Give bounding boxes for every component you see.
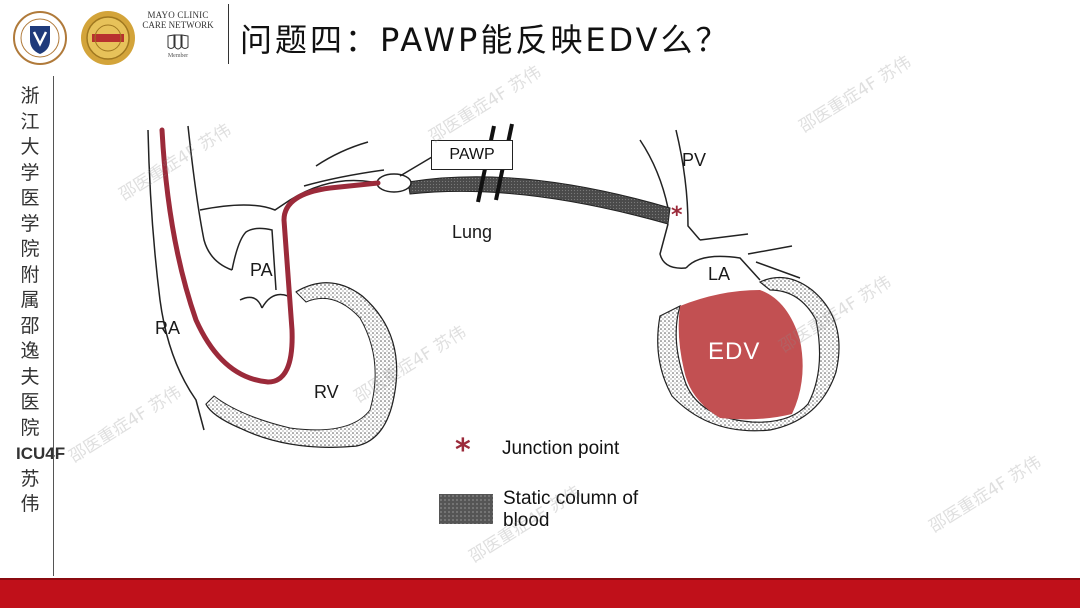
rv-wall-fill bbox=[205, 282, 398, 448]
mayo-line2: CARE NETWORK bbox=[142, 20, 214, 30]
header: MAYO CLINIC CARE NETWORK Member 问题四：PAWP… bbox=[0, 0, 1080, 80]
sidebar-institution: 浙江大学医学院附属邵逸夫医院 bbox=[20, 85, 40, 439]
mayo-shield-icon bbox=[167, 34, 189, 50]
sidebar-author: 苏伟 bbox=[20, 467, 40, 516]
label-lung: Lung bbox=[452, 222, 492, 242]
svc-inner-outline bbox=[187, 125, 233, 271]
label-ra: RA bbox=[155, 318, 180, 338]
legend-junction-label: Junction point bbox=[502, 438, 620, 459]
la-outline bbox=[685, 255, 761, 281]
gold-seal-logo bbox=[81, 11, 135, 65]
edv-fill bbox=[678, 290, 803, 420]
label-rv: RV bbox=[314, 382, 339, 402]
pa-valve-outline bbox=[239, 293, 289, 309]
label-la: LA bbox=[708, 264, 730, 284]
zju-shao-yifu-hospital-logo bbox=[13, 11, 67, 65]
junction-point-mark: * bbox=[671, 203, 683, 228]
pv-outline-1 bbox=[639, 139, 669, 209]
label-pa: PA bbox=[250, 260, 273, 280]
heart-lung-diagram: * Lung PV PA LA RA RV bbox=[147, 123, 840, 448]
footer-stripe bbox=[0, 578, 1080, 580]
catheter-line bbox=[159, 127, 381, 385]
pa-trunk-outline bbox=[199, 179, 373, 211]
watermark: 邵医重症4F 苏伟 bbox=[925, 452, 1045, 538]
svc-outline bbox=[147, 129, 205, 431]
mayo-line1: MAYO CLINIC bbox=[147, 10, 209, 20]
legend-static-label: Static column of blood bbox=[503, 488, 639, 531]
pv-outline-4 bbox=[659, 223, 687, 269]
label-pv: PV bbox=[682, 150, 706, 170]
pv-outline-3 bbox=[699, 233, 749, 241]
sidebar-author-block: 浙江大学医学院附属邵逸夫医院 ICU4F 苏伟 bbox=[16, 84, 66, 518]
sidebar-unit: ICU4F bbox=[16, 444, 66, 463]
wedge-balloon bbox=[376, 173, 412, 193]
legend-static-swatch bbox=[439, 494, 493, 524]
sidebar-divider bbox=[53, 76, 54, 576]
footer-bar bbox=[0, 580, 1080, 608]
la-branch bbox=[747, 245, 801, 279]
pa-lower-outline bbox=[231, 227, 277, 291]
pawp-pointer bbox=[399, 156, 433, 177]
pawp-label: PAWP bbox=[431, 140, 513, 170]
legend-junction-icon: * bbox=[455, 433, 471, 468]
pv-outline-2 bbox=[675, 129, 701, 241]
pulmonary-vessel-upper bbox=[303, 169, 385, 187]
mayo-clinic-logo: MAYO CLINIC CARE NETWORK Member bbox=[142, 10, 214, 60]
pulmonary-vessel-upper2 bbox=[315, 141, 369, 167]
mayo-member: Member bbox=[167, 53, 189, 59]
header-divider bbox=[228, 4, 229, 64]
page-title: 问题四：PAWP能反映EDV么？ bbox=[240, 21, 731, 59]
static-column-blood bbox=[407, 176, 671, 225]
edv-label: EDV bbox=[708, 338, 761, 365]
